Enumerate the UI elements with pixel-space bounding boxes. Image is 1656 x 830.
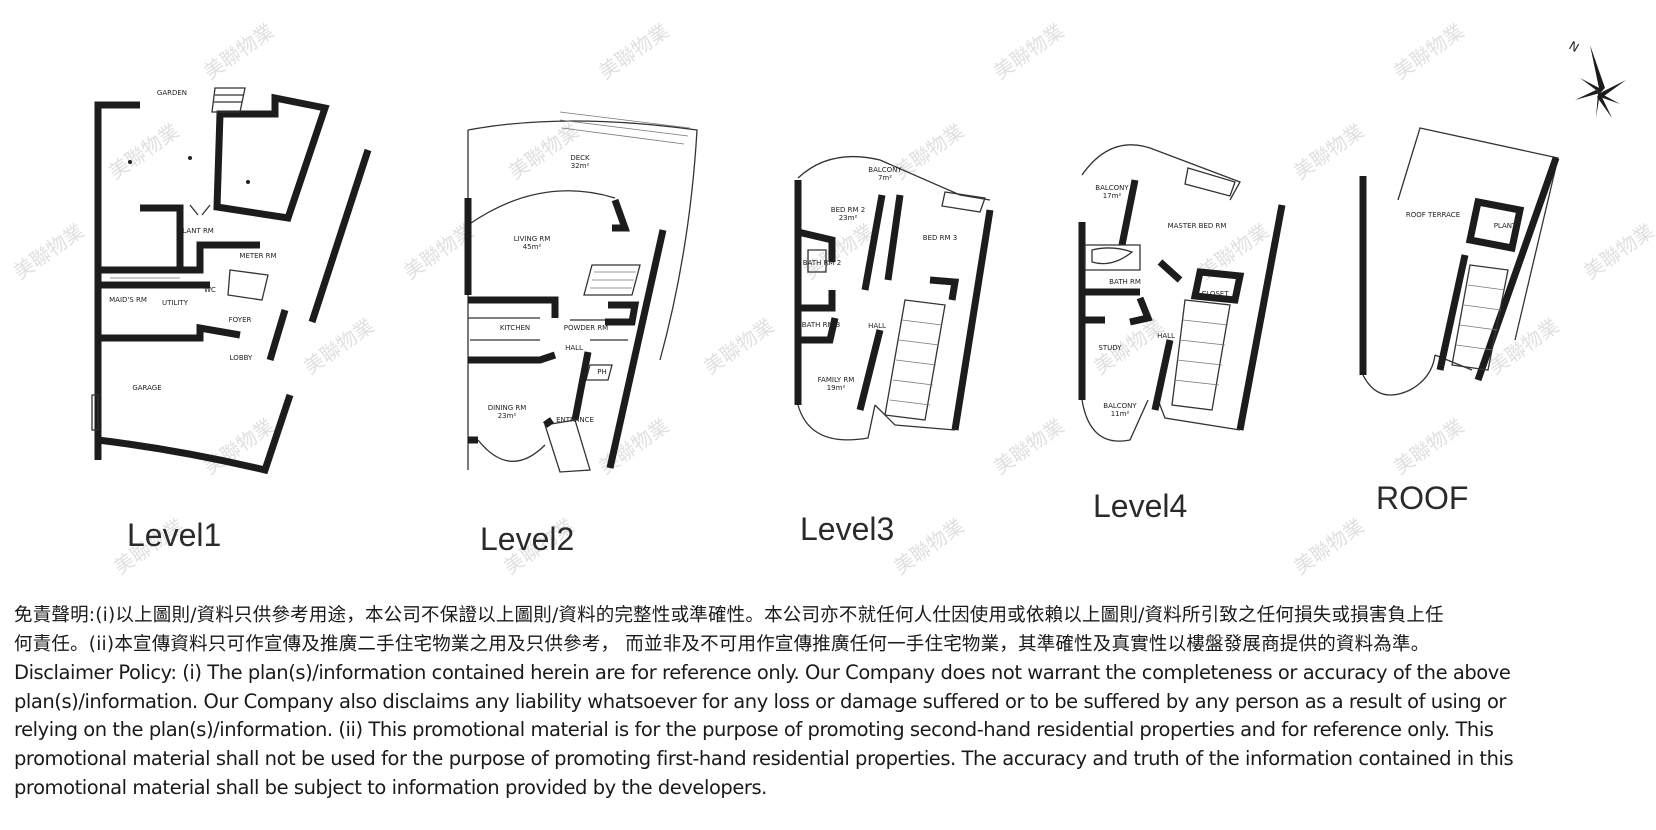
watermark: 美聯物業 (504, 119, 583, 185)
level-label-level4: Level4 (1093, 488, 1187, 524)
room-label: DINING RM (488, 404, 527, 412)
watermark: 美聯物業 (199, 19, 278, 85)
room-label: ENTRANCE (556, 416, 594, 424)
room-label: FOYER (229, 316, 252, 324)
compass-north-label: N (1567, 38, 1582, 55)
disclaimer-en-line: relying on the plan(s)/information. (ii)… (14, 718, 1494, 742)
room-label: 23m² (498, 412, 517, 420)
watermark: 美聯物業 (889, 119, 968, 185)
room-label: LIVING RM (514, 235, 551, 243)
plan-level3: BALCONY 7m² BED RM 2 23m² BED RM 3 BATH … (794, 155, 994, 547)
room-label: LOBBY (230, 354, 253, 362)
room-label: 23m² (839, 214, 858, 222)
room-label: 11m² (1111, 410, 1130, 418)
room-label: MAID'S RM (109, 296, 147, 304)
room-label: METER RM (239, 252, 276, 260)
watermark: 美聯物業 (989, 19, 1068, 85)
floor-plans-svg: 美聯物業 美聯物業 美聯物業 美聯物業 美聯物業 美聯物業 美聯物業 美聯物業 … (9, 19, 1656, 580)
room-label: BALCONY (1095, 184, 1129, 192)
room-label: 17m² (1103, 192, 1122, 200)
disclaimer-zh-line: 何責任。(ii)本宣傳資料只可作宣傳及推廣二手住宅物業之用及只供參考， 而並非及… (14, 633, 1430, 655)
room-label: BED RM 2 (831, 206, 865, 214)
compass-star-icon (1575, 45, 1626, 118)
room-label: PH (597, 368, 607, 376)
watermark: 美聯物業 (104, 119, 183, 185)
watermark: 美聯物業 (299, 314, 378, 380)
room-label: HALL (868, 322, 886, 330)
room-label: HALL (565, 344, 583, 352)
room-label: POWDER RM (564, 324, 608, 332)
watermark: 美聯物業 (1389, 414, 1468, 480)
level-label-level2: Level2 (480, 521, 574, 557)
watermark: 美聯物業 (594, 19, 673, 85)
plan-level2: DECK 32m² LIVING RM 45m² KITCHEN POWDER … (464, 111, 698, 557)
room-label: DECK (570, 154, 590, 162)
watermark: 美聯物業 (1289, 119, 1368, 185)
room-label: MASTER BED RM (1168, 222, 1227, 230)
plan-roof: ROOF TERRACE PLANT ROOF (1359, 127, 1560, 516)
room-label: HALL (1157, 332, 1175, 340)
room-label: KITCHEN (500, 324, 530, 332)
room-label: 32m² (571, 162, 590, 170)
room-label: BED RM 3 (923, 234, 957, 242)
disclaimer-en-line: Disclaimer Policy: (i) The plan(s)/infor… (14, 661, 1511, 685)
watermark: 美聯物業 (1389, 19, 1468, 85)
room-label: 45m² (523, 243, 542, 251)
room-label: GARAGE (132, 384, 161, 392)
room-label: GARDEN (157, 89, 187, 97)
room-label: BATH RM (1109, 278, 1141, 286)
room-label: FAMILY RM (818, 376, 855, 384)
level-label-level1: Level1 (127, 517, 221, 553)
room-label: WC (204, 286, 216, 294)
plan-level4: BALCONY 17m² MASTER BED RM BATH RM CLOSE… (1078, 144, 1286, 524)
compass: N (1567, 38, 1626, 118)
room-label: STUDY (1098, 344, 1122, 352)
watermark: 美聯物業 (699, 314, 778, 380)
watermark: 美聯物業 (594, 414, 673, 480)
disclaimer-zh-line: 免責聲明:(i)以上圖則/資料只供參考用途，本公司不保證以上圖則/資料的完整性或… (14, 605, 1444, 626)
room-label: 7m² (878, 174, 892, 182)
disclaimer: 免責聲明:(i)以上圖則/資料只供參考用途，本公司不保證以上圖則/資料的完整性或… (14, 602, 1640, 802)
disclaimer-en-line: promotional material shall not be used f… (14, 746, 1514, 770)
watermark: 美聯物業 (889, 514, 968, 580)
watermark: 美聯物業 (9, 219, 88, 285)
room-label: UTILITY (162, 299, 189, 307)
room-label: BALCONY (1103, 402, 1137, 410)
disclaimer-en-line: promotional material shall be subject to… (14, 775, 767, 799)
level-label-roof: ROOF (1376, 480, 1468, 516)
room-label: ROOF TERRACE (1406, 211, 1460, 219)
watermark: 美聯物業 (989, 414, 1068, 480)
room-label: BATH RM 2 (803, 259, 841, 267)
room-label: PLANT (1494, 222, 1517, 230)
room-label: BALCONY (868, 166, 902, 174)
floor-plans: 美聯物業 美聯物業 美聯物業 美聯物業 美聯物業 美聯物業 美聯物業 美聯物業 … (9, 19, 1656, 580)
room-label: 19m² (827, 384, 846, 392)
disclaimer-en-line: plan(s)/information. Our Company also di… (14, 689, 1506, 713)
plan-level1: GARDEN PLANT RM METER RM WC MAID'S RM UT… (91, 87, 372, 553)
room-label: PLANT RM (178, 227, 214, 235)
room-label: CLOSET (1201, 290, 1229, 298)
level-label-level3: Level3 (800, 511, 894, 547)
watermark: 美聯物業 (1289, 514, 1368, 580)
room-label: BATH RM 3 (802, 321, 840, 329)
watermark: 美聯物業 (1579, 219, 1656, 285)
